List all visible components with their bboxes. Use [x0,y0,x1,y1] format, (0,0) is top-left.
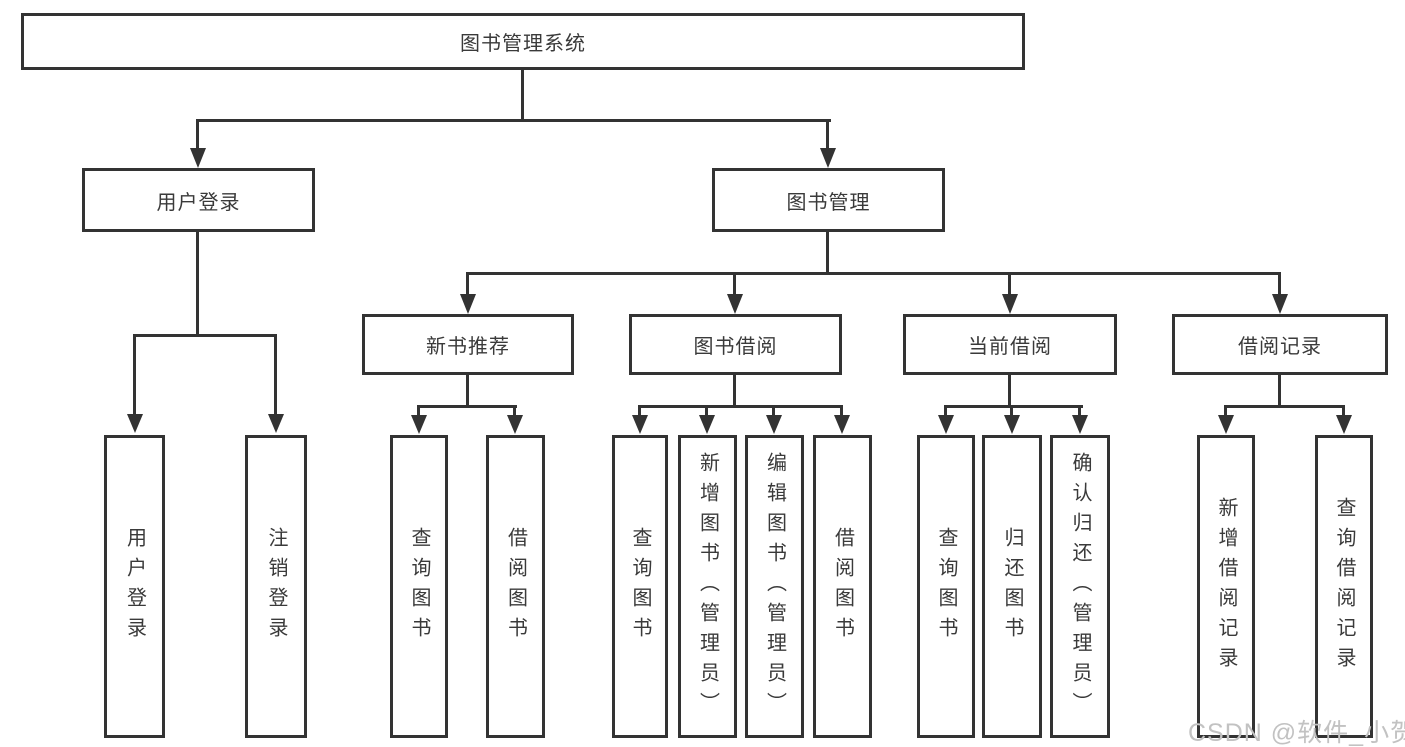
leaf-edit-books-admin: 编辑图书（管理员） [745,435,804,738]
connector-vline [513,405,516,416]
leaf-query-borrow-record-label: 查询借阅记录 [1333,496,1355,677]
leaf-query-books-1-label: 查询图书 [408,526,430,647]
leaf-query-books-1: 查询图书 [390,435,448,738]
connector-arrowhead [1004,415,1020,434]
leaf-return-books-label: 归还图书 [1001,526,1023,647]
connector-vline [840,405,843,416]
connector-hline [944,405,1083,408]
connector-vline [638,405,641,416]
connector-vline [521,69,524,120]
connector-hline [1224,405,1345,408]
connector-arrowhead [699,415,715,434]
node-book-borrowing-label: 图书借阅 [693,336,778,358]
node-current-borrowing: 当前借阅 [903,314,1117,375]
connector-arrowhead [1272,294,1288,314]
connector-vline [1008,375,1011,408]
leaf-borrow-books-2: 借阅图书 [813,435,872,738]
node-new-book-recommend-label: 新书推荐 [426,336,510,358]
node-library-system: 图书管理系统 [21,13,1025,70]
connector-arrowhead [190,148,206,168]
leaf-query-borrow-record: 查询借阅记录 [1315,435,1373,738]
node-user-login-label: 用户登录 [156,191,241,214]
connector-arrowhead [632,415,648,434]
connector-vline [1278,272,1281,295]
leaf-add-borrow-record-label: 新增借阅记录 [1215,496,1237,677]
watermark: CSDN @软件_小贺同学 [1188,719,1405,747]
leaf-logout-login-label: 注销登录 [265,526,287,647]
connector-vline [733,272,736,295]
connector-vline [1010,405,1013,416]
leaf-return-books: 归还图书 [982,435,1042,738]
leaf-borrow-books-2-label: 借阅图书 [831,526,854,647]
connector-vline [274,334,277,415]
leaf-borrow-books-1: 借阅图书 [486,435,545,738]
connector-arrowhead [1072,415,1088,434]
leaf-add-books-admin-label: 新增图书（管理员） [696,451,719,722]
leaf-logout-login: 注销登录 [245,435,307,738]
connector-arrowhead [1218,415,1234,434]
leaf-confirm-return-admin: 确认归还（管理员） [1050,435,1110,738]
connector-arrowhead [460,294,476,314]
connector-vline [1278,375,1281,408]
connector-vline [733,375,736,408]
leaf-query-books-3-label: 查询图书 [935,526,957,647]
connector-vline [417,405,420,416]
node-borrowing-records-label: 借阅记录 [1238,336,1322,358]
connector-arrowhead [1336,415,1352,434]
connector-arrowhead [938,415,954,434]
node-user-login: 用户登录 [82,168,315,232]
connector-vline [944,405,947,416]
connector-arrowhead [411,415,427,434]
connector-vline [466,272,469,295]
connector-vline [1224,405,1227,416]
node-book-management-label: 图书管理 [786,191,871,214]
connector-hline [638,405,843,408]
node-new-book-recommend: 新书推荐 [362,314,574,375]
connector-hline [417,405,517,408]
connector-vline [196,119,199,150]
leaf-add-books-admin: 新增图书（管理员） [678,435,737,738]
leaf-query-books-3: 查询图书 [917,435,975,738]
connector-arrowhead [727,294,743,314]
connector-vline [466,375,469,408]
leaf-query-books-2: 查询图书 [612,435,668,738]
node-book-management: 图书管理 [712,168,945,232]
connector-hline [466,272,1281,275]
connector-arrowhead [820,148,836,168]
node-library-system-label: 图书管理系统 [460,33,586,55]
node-current-borrowing-label: 当前借阅 [968,336,1052,358]
connector-vline [826,119,829,150]
connector-vline [705,405,708,416]
connector-hline [196,119,831,122]
connector-vline [772,405,775,416]
connector-arrowhead [268,414,284,433]
connector-hline [133,334,277,337]
connector-arrowhead [834,415,850,434]
connector-vline [196,232,199,336]
leaf-query-books-2-label: 查询图书 [629,526,651,647]
connector-vline [133,334,136,415]
node-book-borrowing: 图书借阅 [629,314,842,375]
connector-arrowhead [507,415,523,434]
leaf-user-login: 用户登录 [104,435,165,738]
leaf-borrow-books-1-label: 借阅图书 [504,526,527,647]
connector-vline [1342,405,1345,416]
connector-arrowhead [127,414,143,433]
connector-vline [1008,272,1011,295]
leaf-user-login-label: 用户登录 [123,526,146,647]
connector-vline [826,232,829,275]
leaf-add-borrow-record: 新增借阅记录 [1197,435,1255,738]
node-borrowing-records: 借阅记录 [1172,314,1388,375]
connector-arrowhead [766,415,782,434]
connector-arrowhead [1002,294,1018,314]
leaf-edit-books-admin-label: 编辑图书（管理员） [763,451,786,722]
connector-vline [1078,405,1081,416]
leaf-confirm-return-admin-label: 确认归还（管理员） [1069,451,1091,722]
